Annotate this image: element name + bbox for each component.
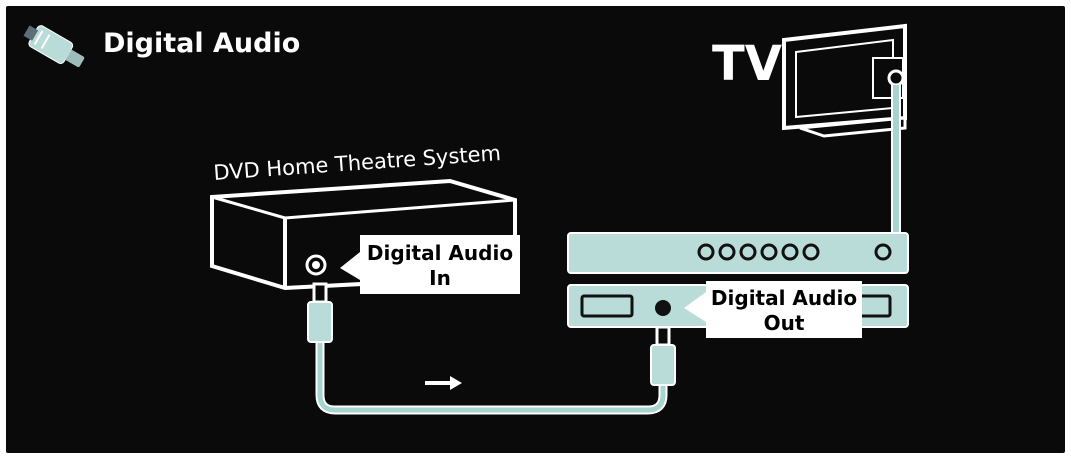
callout-digital-audio-out: Digital Audio Out — [684, 281, 862, 338]
receiver-audio-out-port — [655, 300, 671, 316]
tv-audio-port — [887, 69, 905, 87]
tv-icon — [782, 23, 907, 138]
callout-in-line1: Digital Audio — [367, 241, 513, 265]
dvd-cable-plug — [307, 282, 333, 343]
callout-out-line1: Digital Audio — [711, 286, 857, 310]
callout-digital-audio-in: Digital Audio In — [340, 235, 520, 294]
header-title: Digital Audio — [103, 28, 300, 59]
callout-in-line2: In — [429, 266, 451, 290]
callout-out-line2: Out — [764, 311, 805, 335]
arrow-right-icon — [425, 376, 462, 390]
tv-label: TV — [712, 36, 782, 92]
receiver-top-panel — [567, 232, 909, 274]
cable-plug-icon — [23, 25, 85, 68]
receiver-tv-input-port — [874, 243, 892, 261]
receiver-cable-plug — [650, 325, 676, 386]
